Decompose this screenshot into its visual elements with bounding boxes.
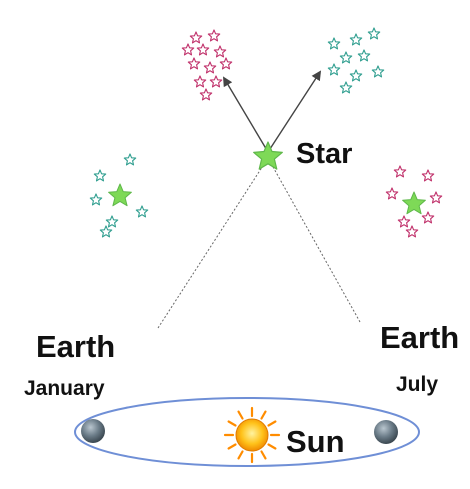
star-icon <box>421 169 435 182</box>
star-icon <box>196 43 210 56</box>
star-icon <box>421 211 435 224</box>
star-icon <box>199 88 213 101</box>
star-icon <box>189 31 203 44</box>
background-stars-left <box>89 153 149 238</box>
star-icon <box>367 27 381 40</box>
star-icon <box>123 153 137 166</box>
star-icon <box>429 191 443 204</box>
star-icon <box>339 51 353 64</box>
sun-ray <box>237 450 244 460</box>
shifted-star-icon <box>108 183 132 207</box>
star-icon <box>219 57 233 70</box>
nearby-star-icon <box>253 141 283 170</box>
star-icon <box>393 165 407 178</box>
january-label: January <box>24 377 105 400</box>
earth-january-icon <box>81 419 105 443</box>
star-icon <box>207 29 221 42</box>
sun-icon <box>223 406 281 464</box>
background-stars-right <box>385 165 443 238</box>
sightline-january <box>157 157 269 329</box>
sun-ray <box>237 410 244 420</box>
star-icon <box>213 45 227 58</box>
sun-ray <box>227 443 237 450</box>
star-icon <box>405 225 419 238</box>
star-icon <box>327 37 341 50</box>
sightline-july <box>267 157 361 323</box>
earth-july-label: Earth <box>380 320 460 355</box>
sun-label: Sun <box>286 424 345 459</box>
sun-ray <box>267 420 277 427</box>
star-icon <box>135 205 149 218</box>
earth-january-label: Earth <box>36 329 116 364</box>
sun-ray <box>260 410 267 420</box>
july-label: July <box>396 373 439 396</box>
star-icon <box>349 69 363 82</box>
shifted-star-icon <box>402 191 426 215</box>
star-icon <box>349 33 363 46</box>
earth-orbit <box>74 397 420 467</box>
star-icon <box>385 187 399 200</box>
star-icon <box>187 57 201 70</box>
star-icon <box>339 81 353 94</box>
star-icon <box>371 65 385 78</box>
star-icon <box>357 49 371 62</box>
arrow-to-top-right-stars <box>267 70 322 153</box>
nearby-star-shape <box>253 141 283 170</box>
sun-ray <box>227 420 237 427</box>
star-icon <box>99 225 113 238</box>
star-icon <box>181 43 195 56</box>
star-icon <box>105 215 119 228</box>
background-stars-top-right <box>327 27 385 94</box>
background-stars-top-left <box>181 29 233 101</box>
earth-july-icon <box>374 420 398 444</box>
arrow-to-top-left-stars <box>222 76 269 153</box>
star-icon <box>93 169 107 182</box>
star-label: Star <box>296 138 353 170</box>
star-icon <box>89 193 103 206</box>
star-icon <box>327 63 341 76</box>
star-icon <box>203 61 217 74</box>
sun-ray <box>260 450 267 460</box>
sun-ray <box>267 443 277 450</box>
star-icon <box>397 215 411 228</box>
star-icon <box>193 75 207 88</box>
star-icon <box>209 75 223 88</box>
